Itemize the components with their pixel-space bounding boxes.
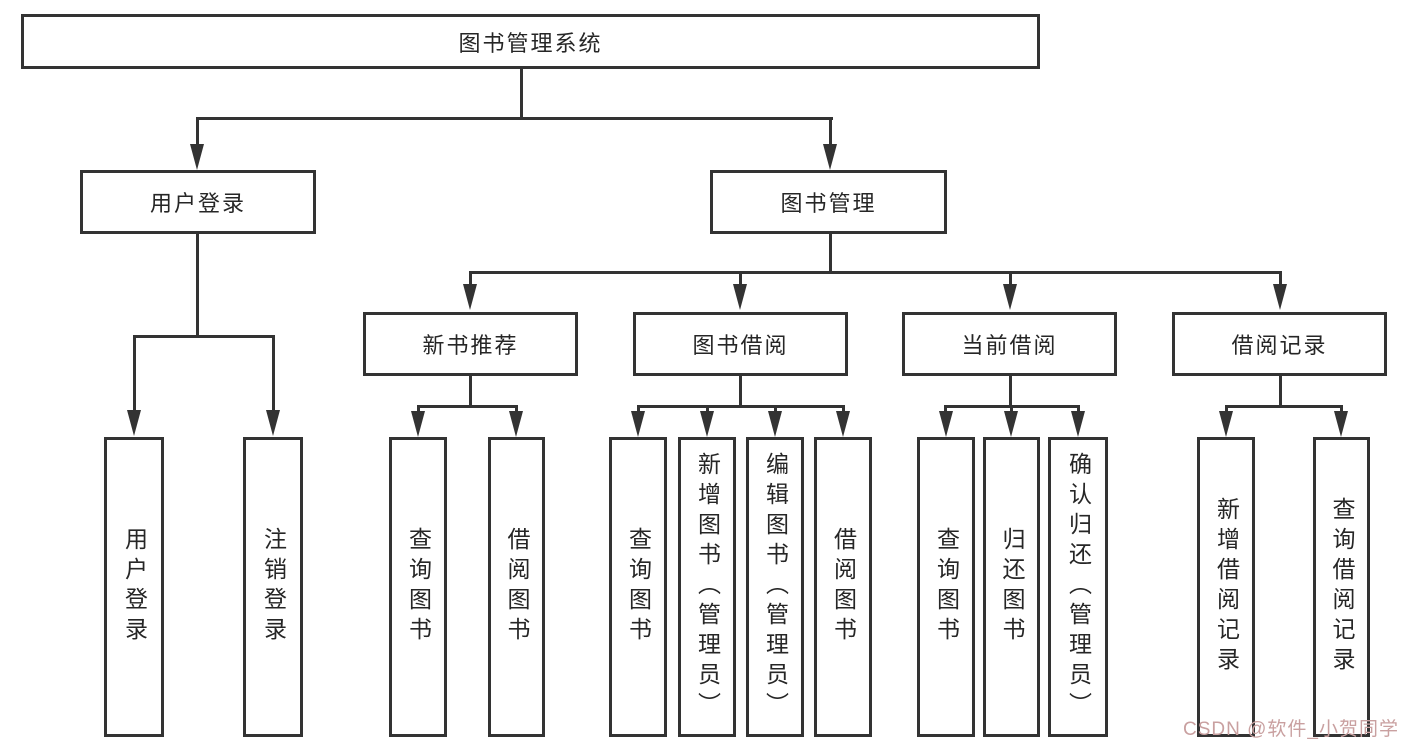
connector-stub xyxy=(1010,407,1013,414)
arrowhead-leaf-borrow-book-2 xyxy=(836,411,850,437)
connector-stub xyxy=(637,407,640,414)
connector-current-borrow-rail xyxy=(944,405,1080,408)
connector-stub xyxy=(774,407,777,414)
arrowhead-borrow-records xyxy=(1273,284,1287,310)
node-leaf-edit-book: 编辑图书（管理员） xyxy=(746,437,804,737)
arrowhead-book-mgmt xyxy=(823,144,837,170)
arrowhead-leaf-confirm-return xyxy=(1071,411,1085,437)
node-leaf-borrow-book-1: 借阅图书 xyxy=(488,437,545,737)
arrowhead-leaf-logout xyxy=(266,410,280,436)
node-book-mgmt: 图书管理 xyxy=(710,170,947,234)
connector-book-mgmt-stem xyxy=(829,234,832,273)
arrowhead-book-borrow xyxy=(733,284,747,310)
node-leaf-add-borrow-record: 新增借阅记录 xyxy=(1197,437,1255,737)
node-root: 图书管理系统 xyxy=(21,14,1040,69)
connector-current-borrow-drop xyxy=(1009,273,1012,286)
connector-new-book-rec-stem xyxy=(469,376,472,407)
connector-leaf-logout-drop xyxy=(272,337,275,411)
connector-borrow-records-rail xyxy=(1225,405,1343,408)
arrowhead-leaf-add-borrow-record xyxy=(1219,411,1233,437)
node-current-borrow: 当前借阅 xyxy=(902,312,1117,376)
connector-new-book-rec-drop xyxy=(469,273,472,286)
connector-new-book-rec-rail xyxy=(417,405,518,408)
connector-user-login-stem xyxy=(196,234,199,336)
node-leaf-add-book: 新增图书（管理员） xyxy=(678,437,736,737)
connector-stub xyxy=(1340,407,1343,414)
arrowhead-leaf-query-book-3 xyxy=(939,411,953,437)
arrowhead-leaf-add-book xyxy=(700,411,714,437)
connector-stub xyxy=(1077,407,1080,414)
node-book-borrow: 图书借阅 xyxy=(633,312,848,376)
connector-book-borrow-drop xyxy=(739,273,742,286)
node-borrow-records: 借阅记录 xyxy=(1172,312,1387,376)
connector-root-stem xyxy=(520,69,523,119)
arrowhead-user-login xyxy=(190,144,204,170)
node-leaf-query-book-1: 查询图书 xyxy=(389,437,447,737)
connector-book-mgmt-drop xyxy=(829,119,832,145)
connector-borrow-records-drop xyxy=(1279,273,1282,286)
connector-borrow-records-stem xyxy=(1279,376,1282,407)
connector-current-borrow-stem xyxy=(1009,376,1012,407)
watermark: CSDN @软件_小贺同学 xyxy=(1183,719,1399,740)
connector-leaf-user-login-drop xyxy=(133,337,136,411)
arrowhead-leaf-return-book xyxy=(1004,411,1018,437)
arrowhead-new-book-rec xyxy=(463,284,477,310)
connector-stub xyxy=(706,407,709,414)
arrowhead-current-borrow xyxy=(1003,284,1017,310)
node-leaf-query-borrow-record: 查询借阅记录 xyxy=(1313,437,1370,737)
node-leaf-query-book-2: 查询图书 xyxy=(609,437,667,737)
connector-stub xyxy=(944,407,947,414)
connector-level3-rail xyxy=(469,271,1282,274)
node-new-book-rec: 新书推荐 xyxy=(363,312,578,376)
node-leaf-user-login: 用户登录 xyxy=(104,437,164,737)
arrowhead-leaf-query-book-2 xyxy=(631,411,645,437)
node-leaf-query-book-3: 查询图书 xyxy=(917,437,975,737)
connector-book-borrow-rail xyxy=(637,405,845,408)
connector-stub xyxy=(1225,407,1228,414)
connector-user-login-rail xyxy=(133,335,275,338)
connector-stub xyxy=(417,407,420,414)
arrowhead-leaf-user-login xyxy=(127,410,141,436)
connector-level2-rail xyxy=(196,117,833,120)
node-leaf-confirm-return: 确认归还（管理员） xyxy=(1048,437,1108,737)
node-leaf-logout: 注销登录 xyxy=(243,437,303,737)
connector-book-borrow-stem xyxy=(739,376,742,407)
arrowhead-leaf-query-book-1 xyxy=(411,411,425,437)
arrowhead-leaf-query-borrow-record xyxy=(1334,411,1348,437)
node-user-login: 用户登录 xyxy=(80,170,316,234)
arrowhead-leaf-edit-book xyxy=(768,411,782,437)
arrowhead-leaf-borrow-book-1 xyxy=(509,411,523,437)
connector-stub xyxy=(515,407,518,414)
node-leaf-return-book: 归还图书 xyxy=(983,437,1040,737)
connector-stub xyxy=(842,407,845,414)
connector-user-login-drop xyxy=(196,119,199,145)
node-leaf-borrow-book-2: 借阅图书 xyxy=(814,437,872,737)
